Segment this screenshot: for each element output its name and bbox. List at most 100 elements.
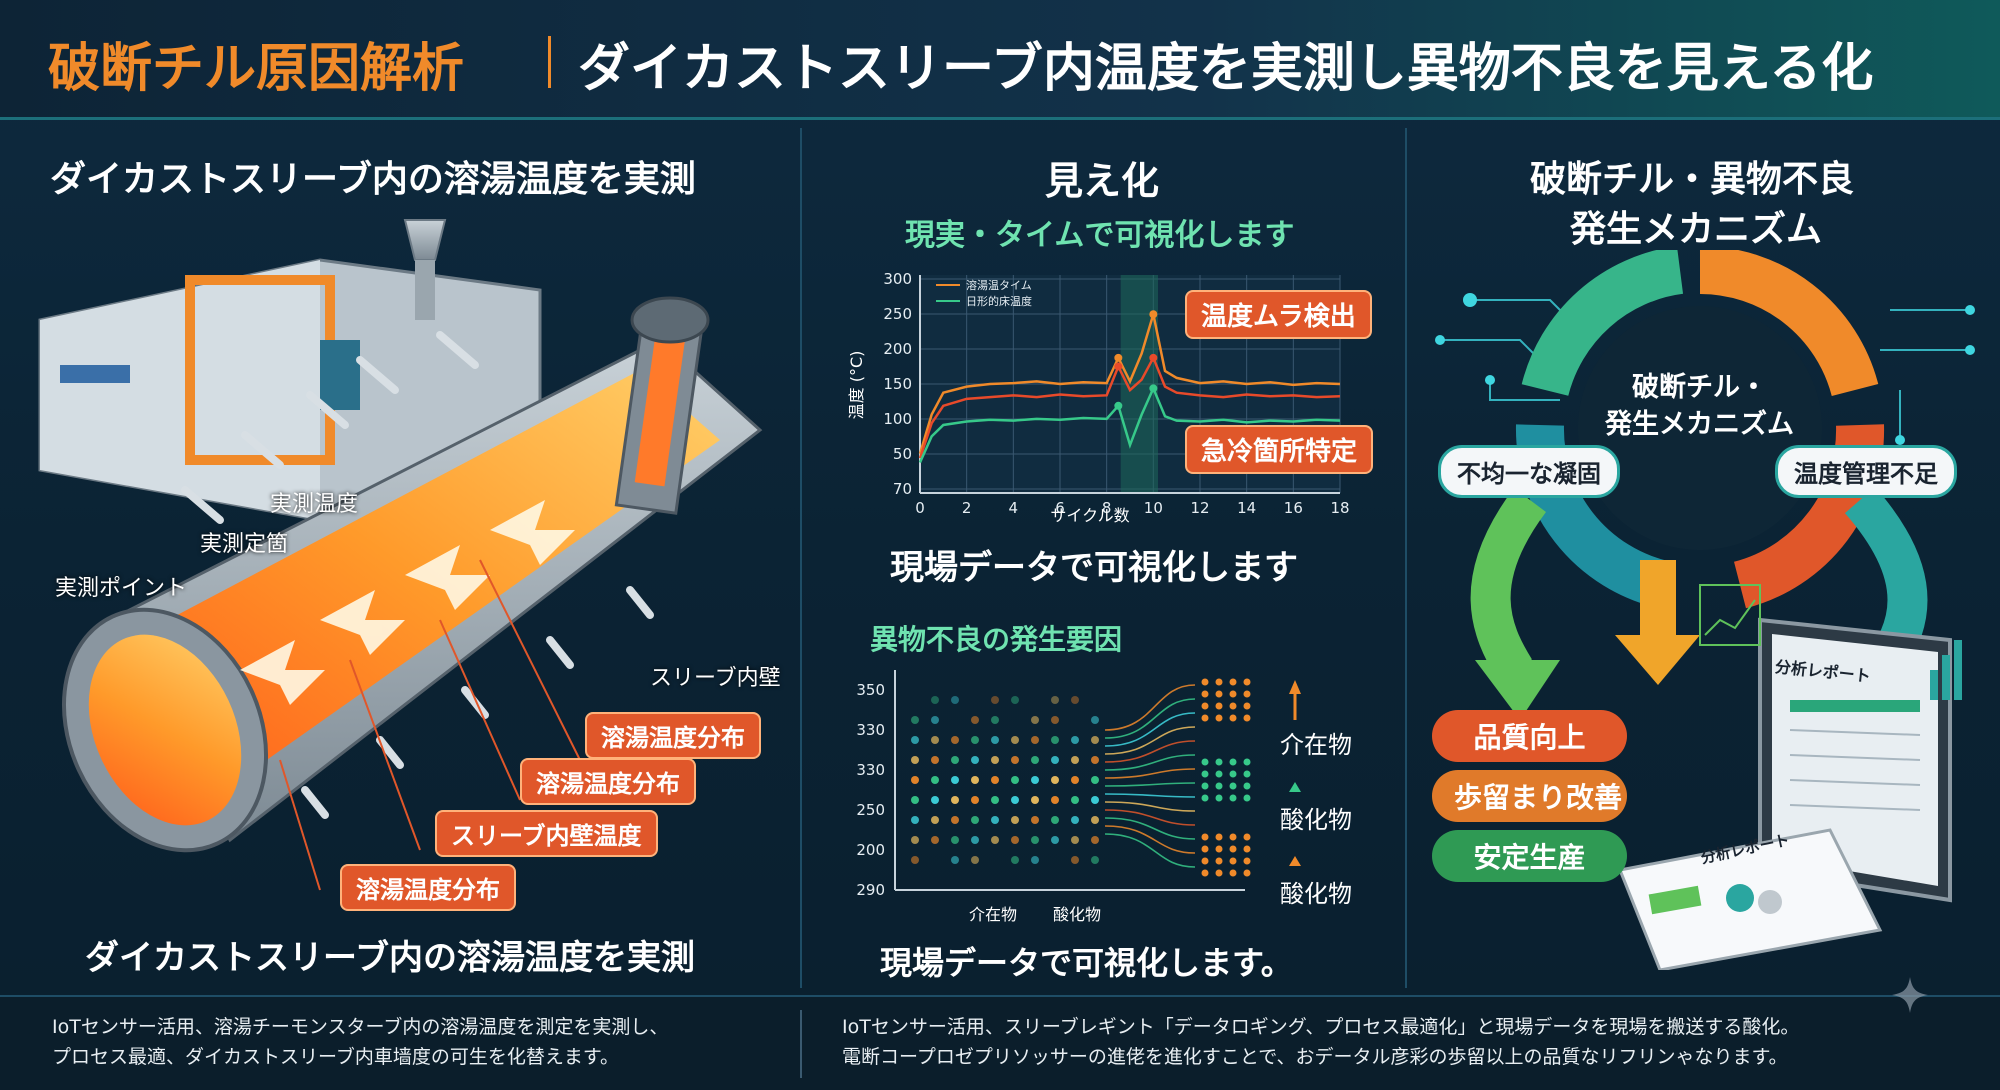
dot-chart-cluster-dot — [1215, 714, 1223, 722]
dot-chart-cluster-dot — [1229, 690, 1237, 698]
dot-chart-dot — [931, 776, 939, 784]
label-sleeve-wall: スリーブ内壁 — [650, 666, 781, 691]
dot-chart-cluster-dot — [1201, 758, 1209, 766]
dot-chart-dot — [971, 736, 979, 744]
dot-chart-dot — [951, 816, 959, 824]
dot-chart-cluster-dot — [1201, 678, 1209, 686]
triangle-marker-icon — [1289, 856, 1301, 866]
dot-chart-cluster-dot — [1243, 857, 1251, 865]
dot-chart-flow-curves — [1104, 684, 1196, 868]
dot-chart-flow-curve — [1104, 740, 1196, 763]
dot-chart-dot — [951, 776, 959, 784]
dot-chart-dot — [911, 796, 919, 804]
middle-panel-title: 見え化 — [1045, 159, 1160, 203]
chart-x-tick-label: 10 — [1144, 499, 1163, 517]
dot-chart-flow-curve — [1104, 712, 1196, 747]
header-bar: 破断チル原因解析 ダイカストスリーブ内温度を実測し異物不良を見える化 — [0, 0, 2000, 120]
chart-y-tick-label: 70 — [893, 480, 912, 498]
chart-point — [1114, 353, 1123, 362]
dot-chart-dot — [991, 816, 999, 824]
dot-chart-cluster-dot — [1201, 794, 1209, 802]
chart-x-tick-label: 6 — [1055, 499, 1065, 517]
dot-chart-cluster-dot — [1215, 702, 1223, 710]
chart-y-tick-label: 150 — [883, 375, 912, 393]
chart-y-tick-label: 300 — [883, 270, 912, 288]
dot-chart-dot — [931, 756, 939, 764]
cycle-center-label-1: 破断チル・ — [1632, 372, 1767, 403]
cycle-center — [1578, 306, 1822, 550]
chart-x-tick-label: 8 — [1102, 499, 1112, 517]
panel-divider-right — [1405, 128, 1407, 988]
callout-melt-distribution-1: 溶湯温度分布 — [585, 712, 761, 759]
sleeve-tube — [61, 296, 763, 853]
dot-chart-dot — [1071, 736, 1079, 744]
dot-chart-dot — [951, 736, 959, 744]
arrow-down-center-icon — [1615, 635, 1700, 685]
dot-chart-dot — [1071, 816, 1079, 824]
dot-chart-cluster-dot — [1201, 690, 1209, 698]
dot-chart-dot — [991, 696, 999, 704]
header-separator — [548, 36, 551, 88]
dot-chart-dot — [911, 816, 919, 824]
dot-chart-dot — [971, 756, 979, 764]
dot-chart-flow-curve — [1104, 825, 1196, 854]
dot-chart-cluster-dot — [1201, 782, 1209, 790]
dot-chart-cluster-dot — [1215, 690, 1223, 698]
cause-temperature-control: 温度管理不足 — [1775, 445, 1957, 498]
dot-chart-cluster-dot — [1229, 857, 1237, 865]
dot-chart-dot — [1051, 696, 1059, 704]
dot-chart-dot — [1031, 836, 1039, 844]
dot-chart-flow-curve — [1104, 817, 1196, 840]
dot-chart-dot — [1091, 736, 1099, 744]
chart-point — [1149, 353, 1158, 362]
cause-uneven-solidification: 不均一な凝固 — [1438, 445, 1620, 498]
callout-temp-unevenness: 温度ムラ検出 — [1185, 290, 1372, 339]
dot-chart-category-1: 介在物 — [969, 905, 1017, 924]
dot-chart-cluster-dot — [1215, 782, 1223, 790]
dot-chart-dot — [1071, 836, 1079, 844]
middle-panel-subtitle-2: 現場データで可視化します — [890, 548, 1298, 588]
dot-chart-dot — [1051, 776, 1059, 784]
footer-right-line1: IoTセンサー活用、スリーブレギント「データロギング、プロセス最適化」と現場デー… — [842, 1016, 1800, 1038]
dot-chart-dot — [931, 696, 939, 704]
dot-chart-cluster-dot — [1243, 702, 1251, 710]
dot-chart-cluster-dot — [1229, 758, 1237, 766]
cycle-arc-green-top — [1521, 250, 1684, 397]
dot-chart-flow-curve — [1104, 801, 1196, 812]
dot-chart-dot — [1091, 796, 1099, 804]
footer-left-line1: IoTセンサー活用、溶湯チーモンスターブ内の溶湯温度を測定を実測し、 — [52, 1016, 669, 1038]
dot-chart-cluster-dot — [1229, 678, 1237, 686]
dot-chart-dot — [1051, 836, 1059, 844]
chart-x-label: サイクル数 — [1050, 506, 1129, 525]
dot-chart-cluster-dot — [1243, 690, 1251, 698]
triangle-marker-icon — [1289, 782, 1301, 792]
dot-chart-dot — [1051, 716, 1059, 724]
footer-bar — [0, 995, 2000, 1090]
dot-chart-dot — [991, 776, 999, 784]
dot-chart-dot — [1051, 816, 1059, 824]
dot-chart-dot — [931, 796, 939, 804]
dot-chart-dot — [911, 856, 919, 864]
dot-chart-dot — [1031, 736, 1039, 744]
dot-chart-cluster-dot — [1243, 845, 1251, 853]
dot-chart-cluster-dot — [1229, 869, 1237, 877]
result-quality-improvement: 品質向上 — [1432, 710, 1627, 762]
result-stable-production: 安定生産 — [1432, 830, 1627, 882]
dot-chart-cluster-dot — [1243, 678, 1251, 686]
chart-x-tick-label: 14 — [1237, 499, 1256, 517]
label-measure-point: 実測ポイント — [55, 576, 188, 601]
dot-chart-dot — [1051, 796, 1059, 804]
dot-chart-cluster-dot — [1243, 770, 1251, 778]
dot-chart-dot — [1031, 776, 1039, 784]
dot-chart-flow-curve — [1104, 726, 1196, 755]
dot-chart-cluster-dot — [1215, 869, 1223, 877]
dot-chart-cluster-dot — [1215, 845, 1223, 853]
dot-chart-cluster-dot — [1201, 833, 1209, 841]
dot-chart-dot — [931, 716, 939, 724]
sparkle-icon — [1892, 977, 1928, 1013]
cycle-arc-orange-top — [1699, 250, 1879, 397]
dot-chart-cluster-dot — [1243, 782, 1251, 790]
dot-chart-dot — [1031, 796, 1039, 804]
dot-chart-y-tick-label: 290 — [856, 881, 885, 899]
arrow-down-left-icon — [1475, 660, 1560, 720]
